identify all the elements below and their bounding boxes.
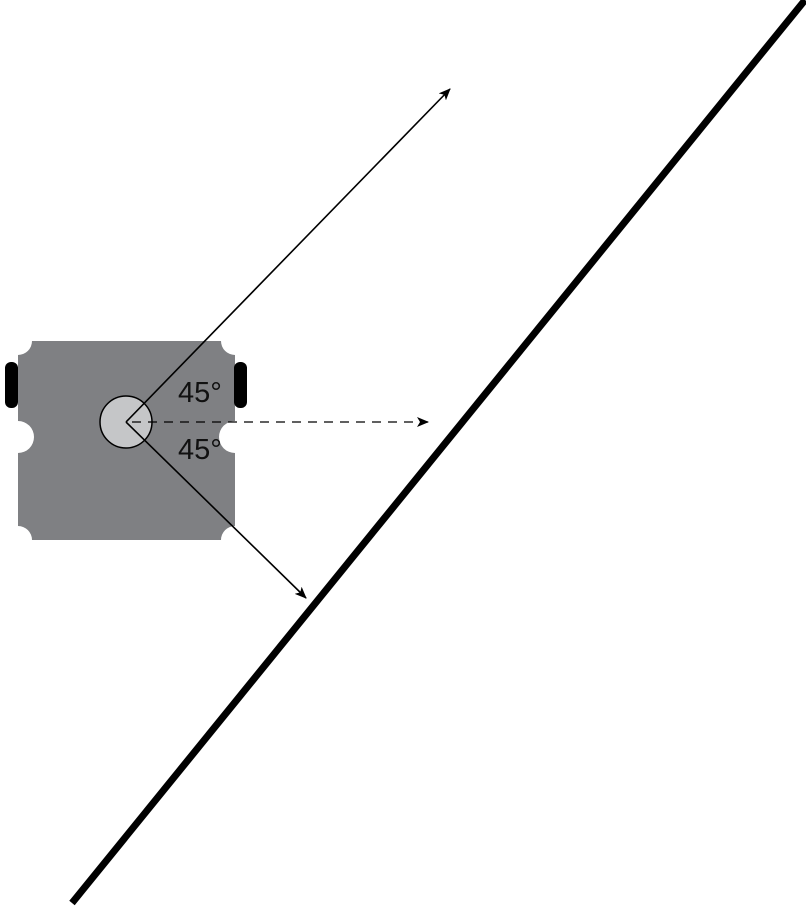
angle-lower-label: 45° (178, 434, 222, 466)
wall (69, 0, 806, 906)
angle-upper-label: 45° (178, 377, 222, 409)
right-wheel (234, 362, 247, 408)
lower-ray-arrow (125, 421, 307, 599)
left-wheel (5, 362, 18, 408)
upper-ray-arrow (125, 88, 451, 423)
